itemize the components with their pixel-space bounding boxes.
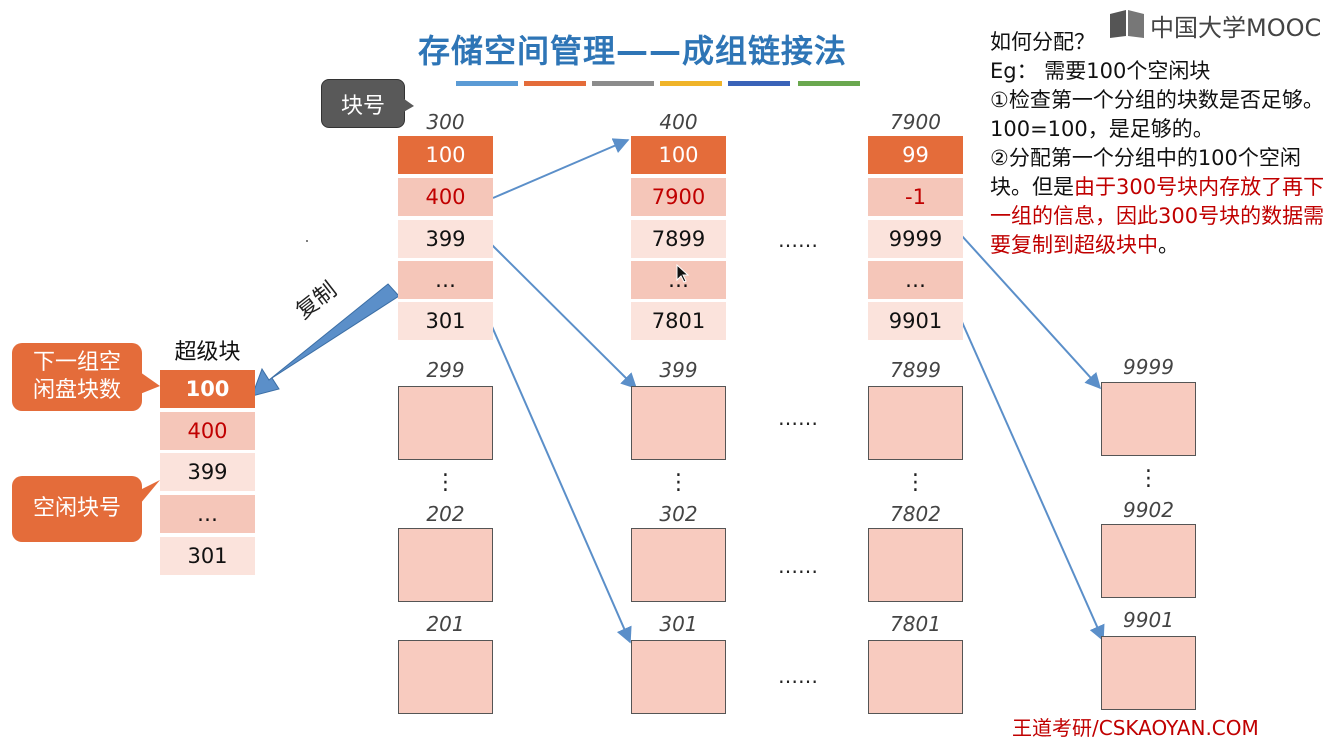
block-label: 9902 [1123, 498, 1174, 522]
block-label: 7802 [890, 502, 941, 526]
allocation-notes: 如何分配？ Eg： 需要100个空闲块 ①检查第一个分组的块数是否足够。100=… [990, 28, 1330, 260]
notes-step2-red: 由于300号块内存放了再下一组的信息，因此300号块的数据需要复制到超级块中 [990, 175, 1325, 257]
v-ellipsis: ⋮ [904, 470, 927, 495]
title-bar-4 [660, 81, 722, 86]
disk-block-202 [398, 528, 493, 602]
copy-arrow [251, 283, 400, 397]
disk-block-9999 [1101, 382, 1196, 456]
block-label: 201 [426, 612, 465, 636]
group-cell-count: 100 [398, 136, 493, 174]
disk-block-7801 [868, 640, 963, 714]
mooc-logo: 中国大学MOOC [1108, 6, 1333, 42]
super-block-cell-next: 400 [160, 412, 255, 450]
h-ellipsis: …… [778, 554, 818, 578]
block-label: 302 [659, 502, 698, 526]
disk-block-7899 [868, 386, 963, 460]
block-label: 301 [659, 612, 698, 636]
callout-block-number-text: 块号 [340, 93, 385, 119]
v-ellipsis: ⋮ [1137, 466, 1160, 491]
callout-free-block-number-text: 空闲块号 [32, 496, 121, 521]
group-label: 300 [426, 110, 465, 134]
callout-free-block-number: 空闲块号 [12, 476, 142, 542]
footer-watermark: 王道考研/CSKAOYAN.COM [1012, 716, 1259, 740]
notes-step2: ②分配第一个分组中的100个空闲块。但是由于300号块内存放了再下一组的信息，因… [990, 144, 1330, 260]
title-bar-2 [524, 81, 586, 86]
disk-block-399 [631, 386, 726, 460]
group-cell-count: 100 [631, 136, 726, 174]
callout-block-number: 块号 [321, 79, 405, 128]
group-cell-next: 7900 [631, 178, 726, 216]
callout-next-group-count: 下一组空 闲盘块数 [12, 343, 142, 411]
super-block-cell-count: 100 [160, 370, 255, 408]
group-cell: 399 [398, 220, 493, 258]
disk-block-9902 [1101, 524, 1196, 598]
title-bar-5 [728, 81, 790, 86]
callout-next-group-line2: 闲盘块数 [32, 378, 121, 403]
logo-text: 中国大学MOOC [1150, 14, 1322, 42]
title-bar-6 [798, 81, 860, 86]
super-block-title: 超级块 [174, 340, 241, 365]
disk-block-299 [398, 386, 493, 460]
block-label: 7899 [890, 358, 941, 382]
block-label: 9901 [1123, 608, 1174, 632]
h-ellipsis: …… [778, 406, 818, 430]
group-cell: … [868, 261, 963, 299]
block-label: 9999 [1123, 355, 1174, 379]
arrow-400-to-group2 [492, 138, 630, 199]
super-block-cell: … [160, 495, 255, 533]
notes-step1: ①检查第一个分组的块数是否足够。100=100，是足够的。 [990, 88, 1324, 141]
v-ellipsis: ⋮ [667, 470, 690, 495]
block-label: 299 [426, 358, 465, 382]
notes-example: Eg： 需要100个空闲块 [990, 59, 1211, 83]
group-label: 400 [659, 110, 698, 134]
notes-question: 如何分配？ [990, 30, 1095, 54]
group-cell: … [398, 261, 493, 299]
mouse-cursor-icon [676, 264, 690, 283]
group-cell: 7899 [631, 220, 726, 258]
arrow-9901-to-block9901 [961, 321, 1105, 642]
stray-dot [306, 240, 308, 242]
arrow-301-to-block301 [489, 321, 632, 644]
group-cell: 9901 [868, 302, 963, 340]
group-cell-next: 400 [398, 178, 493, 216]
group-cell-next: -1 [868, 178, 963, 216]
callout-block-number-tail [400, 96, 414, 114]
super-block-cell: 399 [160, 453, 255, 491]
group-cell: 9999 [868, 220, 963, 258]
h-ellipsis: …… [778, 664, 818, 688]
disk-block-9901 [1101, 636, 1196, 710]
disk-block-7802 [868, 528, 963, 602]
title-bar-1 [456, 81, 518, 86]
notes-step2-end: 。 [1158, 233, 1179, 257]
arrow-399-to-block399 [489, 242, 638, 390]
block-label: 202 [426, 502, 465, 526]
v-ellipsis: ⋮ [434, 470, 457, 495]
callout-next-group-tail [140, 372, 160, 394]
h-ellipsis: …… [778, 228, 818, 252]
mooc-book-icon [1110, 10, 1144, 38]
disk-block-201 [398, 640, 493, 714]
callout-free-block-tail [140, 480, 160, 504]
group-label: 7900 [890, 110, 941, 134]
group-cell: 301 [398, 302, 493, 340]
disk-block-301 [631, 640, 726, 714]
notes-step2-black: ②分配第一个分组中的100个空闲块。但是 [990, 146, 1301, 199]
title-bar-3 [592, 81, 654, 86]
page-title: 存储空间管理——成组链接法 [418, 32, 848, 70]
block-label: 399 [659, 358, 698, 382]
block-label: 7801 [890, 612, 941, 636]
disk-block-302 [631, 528, 726, 602]
group-cell: 7801 [631, 302, 726, 340]
callout-next-group-line1: 下一组空 [32, 350, 121, 375]
arrow-9999-to-block9999 [961, 235, 1102, 390]
super-block-cell: 301 [160, 537, 255, 575]
group-cell-count: 99 [868, 136, 963, 174]
